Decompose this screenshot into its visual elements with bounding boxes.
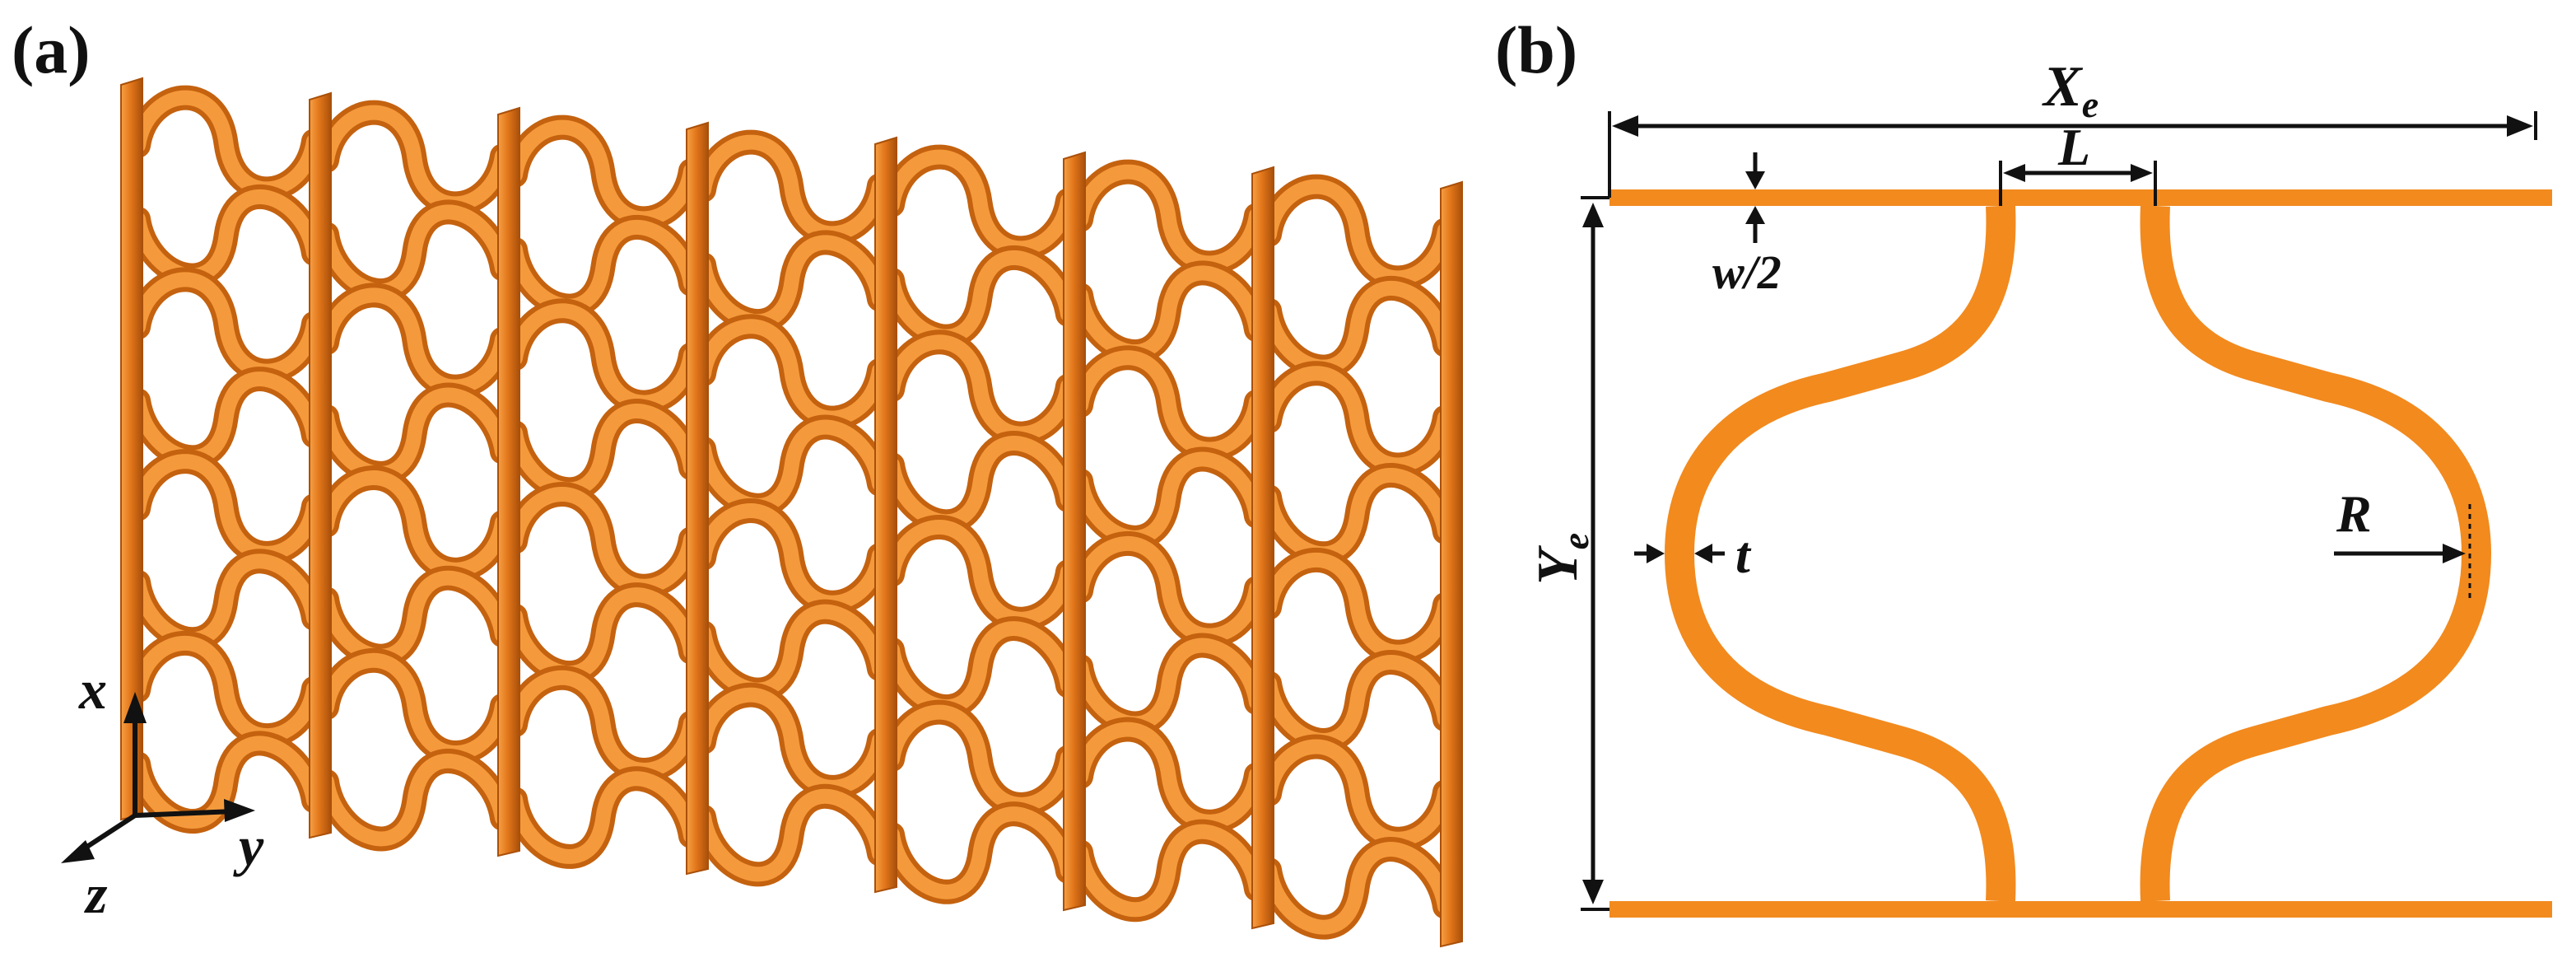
t-dimension: t — [1634, 526, 1752, 584]
vertical-bar — [686, 121, 709, 876]
coordinate-triad: x y z — [61, 658, 264, 925]
y-axis-label: y — [233, 815, 264, 877]
x-axis-arrowhead — [123, 692, 147, 723]
wavy-ribbon — [1262, 655, 1452, 748]
r-dimension: R — [2334, 484, 2471, 603]
wavy-ribbons — [126, 85, 1457, 940]
vertical-bar — [1251, 166, 1274, 930]
wavy-ribbon — [508, 220, 698, 314]
wavy-ribbon — [508, 119, 698, 227]
w2-label: w/2 — [1712, 245, 1782, 299]
wavy-ribbon — [508, 487, 698, 594]
wavy-ribbon — [1262, 739, 1452, 847]
wavy-ribbon — [131, 736, 321, 829]
wavy-ribbon — [319, 570, 510, 664]
wavy-ribbon — [1262, 842, 1452, 935]
wavy-ribbon — [885, 621, 1075, 714]
wavy-ribbon — [1074, 824, 1264, 918]
wavy-ribbon — [1074, 265, 1264, 359]
right-curved-wall — [2140, 205, 2491, 902]
wavy-ribbon — [696, 235, 887, 329]
t-label: t — [1735, 526, 1752, 584]
wavy-ribbon — [696, 319, 887, 426]
wavy-ribbon — [508, 404, 698, 498]
y-axis-arrowhead — [224, 799, 255, 822]
wavy-ribbon — [885, 436, 1075, 530]
wavy-ribbon — [1074, 536, 1264, 643]
wavy-ribbon — [319, 287, 510, 395]
panel-a: (a) x y z — [12, 12, 1463, 948]
wavy-ribbon — [1074, 722, 1264, 829]
wavy-ribbon — [1074, 350, 1264, 457]
wavy-ribbon — [696, 788, 887, 882]
wavy-ribbon — [508, 670, 698, 778]
wavy-ribbon — [885, 250, 1075, 344]
wavy-ribbon — [696, 503, 887, 610]
wavy-ribbon — [885, 806, 1075, 899]
wavy-ribbon — [131, 454, 321, 561]
vertical-bar — [1440, 180, 1463, 948]
wavy-ribbon — [131, 554, 321, 647]
wavy-ribbon — [1262, 366, 1452, 473]
l-dimension: L — [1999, 118, 2157, 206]
ye-label: Ye — [1526, 533, 1596, 585]
wavy-ribbon — [885, 149, 1075, 256]
z-axis-label: z — [84, 862, 108, 925]
wavy-ribbon — [1262, 468, 1452, 562]
wavy-ribbon — [131, 90, 321, 197]
wavy-ribbon — [319, 387, 510, 481]
x-axis-label: x — [78, 658, 107, 721]
ye-dimension: Ye — [1526, 196, 1609, 911]
vertical-bar — [1063, 151, 1086, 912]
panel-b: (b) Xe L — [1495, 12, 2552, 918]
vertical-bar — [874, 136, 897, 894]
w2-dimension: w/2 — [1712, 152, 1782, 299]
xe-dimension: Xe — [1608, 55, 2537, 198]
wavy-ribbon — [1262, 553, 1452, 660]
wavy-ribbon — [1074, 164, 1264, 271]
wavy-ribbon — [131, 635, 321, 743]
r-label: R — [2336, 484, 2372, 543]
wavy-ribbon — [696, 687, 887, 795]
wavy-ribbon — [131, 189, 321, 283]
wavy-ribbon — [1262, 281, 1452, 375]
wavy-ribbon — [131, 371, 321, 465]
wavy-ribbon — [319, 754, 510, 847]
panel-a-label: (a) — [12, 12, 91, 87]
wavy-ribbon — [885, 520, 1075, 627]
vertical-bar — [497, 106, 520, 857]
wavy-ribbon — [319, 204, 510, 298]
wavy-ribbon — [1262, 179, 1452, 286]
wavy-ribbon — [696, 604, 887, 698]
wavy-ribbon — [131, 272, 321, 379]
wavy-ribbon — [319, 470, 510, 577]
wavy-ribbon — [508, 303, 698, 410]
wavy-ribbon — [885, 334, 1075, 441]
wavy-ribbon — [696, 419, 887, 513]
wavy-ribbon — [1074, 638, 1264, 731]
y-axis-arrow — [134, 809, 235, 818]
z-axis-arrowhead — [61, 840, 95, 863]
wavy-ribbon — [319, 105, 510, 212]
wavy-ribbon — [319, 652, 510, 760]
wavy-ribbon — [508, 771, 698, 864]
vertical-bars — [120, 77, 1463, 948]
wavy-ribbon — [885, 704, 1075, 812]
left-curved-wall — [1665, 205, 2016, 902]
wavy-ribbon — [508, 587, 698, 680]
xe-label: Xe — [2042, 55, 2099, 125]
panel-b-label: (b) — [1495, 12, 1577, 87]
vertical-bar — [309, 91, 332, 839]
wavy-ribbon — [696, 134, 887, 241]
wavy-ribbon — [1074, 451, 1264, 545]
l-label: L — [2057, 118, 2090, 176]
